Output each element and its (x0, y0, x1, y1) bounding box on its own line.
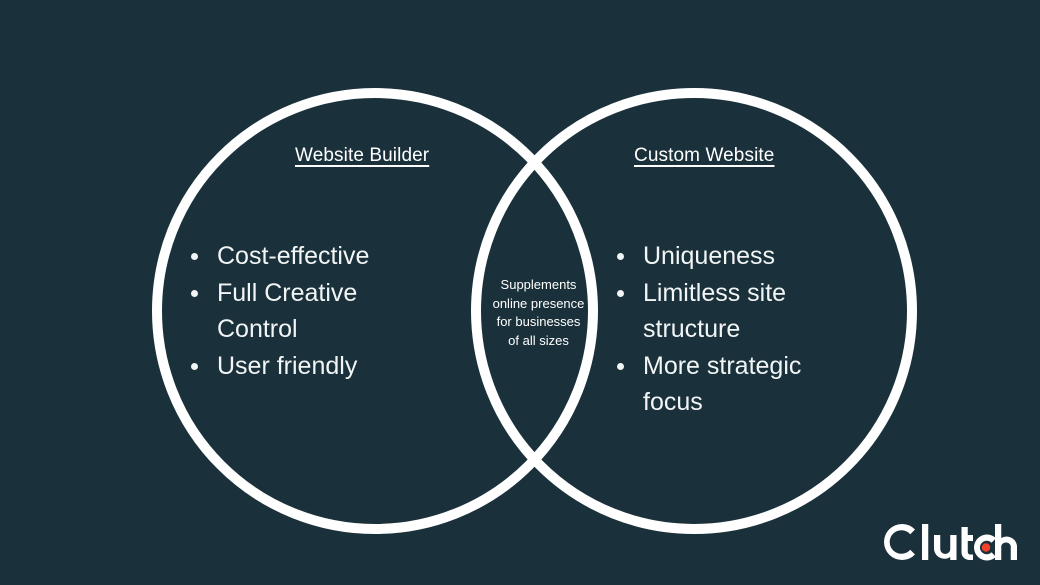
overlap-line: for businesses (496, 314, 581, 329)
overlap-line: of all sizes (508, 332, 569, 348)
list-item: More strategic focus (614, 348, 844, 421)
overlap-line: online presence (492, 295, 585, 311)
left-circle-heading: Website Builder (295, 145, 430, 166)
list-item-label: Cost-effective (217, 242, 370, 270)
bullet-dot-icon (191, 253, 198, 260)
clutch-logo (880, 521, 1018, 565)
list-item-label: More strategic focus (643, 351, 802, 417)
right-circle-heading: Custom Website (634, 145, 775, 166)
bullet-dot-icon (191, 289, 198, 297)
left-circle-list: Cost-effective Full Creative Control Use… (188, 238, 403, 384)
list-item: Full Creative Control (188, 275, 403, 348)
bullet-dot-icon (617, 289, 624, 297)
clutch-red-dot-icon (981, 543, 991, 552)
clutch-wordmark-icon (884, 523, 996, 561)
list-item-label: Limitless site structure (643, 278, 787, 344)
clutch-wordmark-h-icon (995, 524, 1017, 560)
bullet-dot-icon (617, 253, 624, 260)
list-item-label: User friendly (217, 351, 358, 380)
list-item: Uniqueness (614, 238, 844, 275)
venn-overlap-text: Supplements online presence for business… (481, 276, 596, 350)
overlap-line: Supplements (500, 277, 577, 292)
list-item: Limitless site structure (614, 275, 844, 348)
bullet-dot-icon (191, 362, 198, 370)
list-item: User friendly (188, 348, 403, 385)
right-circle-list: Uniqueness Limitless site structure More… (614, 238, 844, 421)
list-item: Cost-effective (188, 238, 403, 275)
list-item-label: Full Creative Control (217, 278, 358, 344)
list-item-label: Uniqueness (643, 242, 776, 270)
bullet-dot-icon (617, 362, 624, 370)
